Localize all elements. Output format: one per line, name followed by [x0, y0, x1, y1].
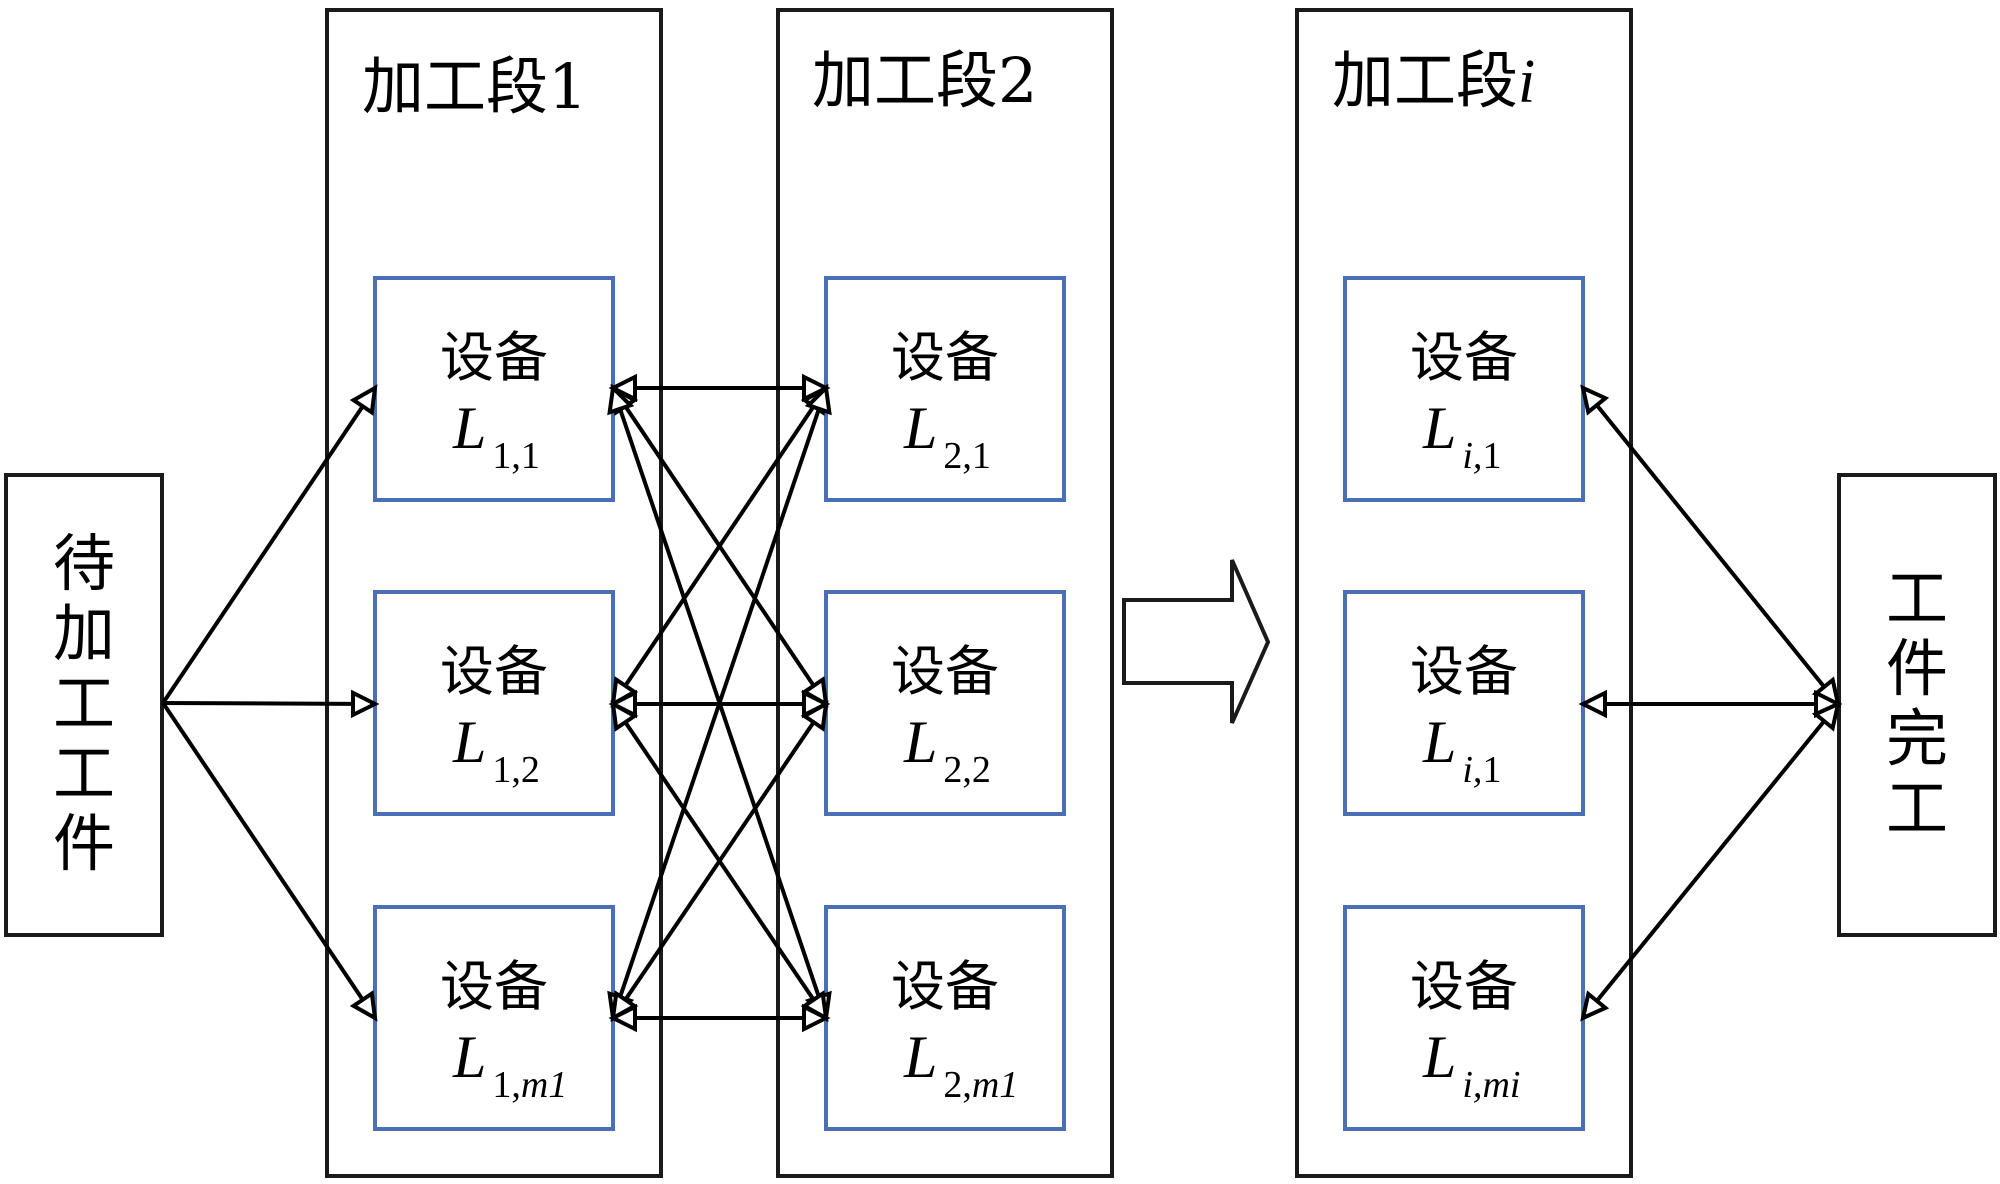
arrowhead-icon [610, 700, 639, 732]
arrowhead-icon [802, 1003, 831, 1033]
device-border [824, 590, 1066, 816]
device-label: 设备 [440, 955, 548, 1018]
stagei-to-output-arrow [1581, 702, 1840, 1020]
device-border [1343, 905, 1585, 1131]
output-finished-box: 工 件 完 工 [1837, 473, 1997, 937]
stage-2: 加工段2 [776, 8, 1114, 1178]
stage1-stage2-arrow [611, 386, 828, 706]
device-border [1343, 276, 1585, 502]
input-to-stage1-arrow [161, 701, 377, 1020]
device-label: 设备 [440, 640, 548, 703]
device-border [373, 276, 615, 502]
continuation-arrow-icon [1122, 559, 1271, 724]
stage-1: 加工段1 [325, 8, 663, 1178]
arrowhead-icon [800, 700, 829, 732]
output-char: 工 [1886, 562, 1948, 635]
arrowhead-icon [804, 383, 832, 416]
input-char: 件 [53, 807, 115, 880]
device-label: 设备 [1410, 955, 1518, 1018]
stage1-stage2-arrow [611, 387, 828, 1019]
device-label: 设备 [891, 326, 999, 389]
device-border [824, 905, 1066, 1131]
input-workpiece-box: 待 加 工 工 件 [4, 473, 164, 937]
stage-i-title: 加工段i [1332, 44, 1535, 117]
device-label: 设备 [891, 955, 999, 1018]
input-to-stage1-arrow [161, 386, 377, 705]
arrowhead-icon [349, 384, 378, 416]
stage-i: 加工段i [1295, 8, 1633, 1178]
device-label: 设备 [1410, 640, 1518, 703]
input-char: 工 [53, 667, 115, 740]
stage-1-title: 加工段1 [362, 50, 587, 123]
device-label: 设备 [1410, 326, 1518, 389]
connections-layer [161, 373, 1843, 1033]
arrowhead-icon [349, 990, 378, 1022]
output-char: 件 [1886, 632, 1948, 705]
arrowhead-icon [350, 689, 380, 719]
output-char: 完 [1886, 702, 1948, 775]
device-border [1343, 590, 1585, 816]
device-border [824, 276, 1066, 502]
arrowhead-icon [1580, 990, 1610, 1022]
stage1-stage2-arrow [611, 702, 828, 1020]
stage-2-title: 加工段2 [812, 44, 1037, 117]
device-label: 设备 [891, 640, 999, 703]
input-char: 待 [53, 527, 115, 600]
arrowhead-icon [607, 383, 635, 416]
arrowhead-icon [1580, 384, 1610, 416]
output-char: 工 [1886, 772, 1948, 845]
input-to-stage1-arrow [162, 701, 376, 706]
arrowhead-icon [608, 1003, 637, 1033]
arrowhead-icon [1578, 689, 1607, 719]
arrowhead-icon [1811, 700, 1841, 732]
stagei-to-output-arrow [1581, 386, 1840, 706]
input-char: 工 [53, 737, 115, 810]
device-label: 设备 [440, 326, 548, 389]
input-char: 加 [53, 597, 115, 670]
